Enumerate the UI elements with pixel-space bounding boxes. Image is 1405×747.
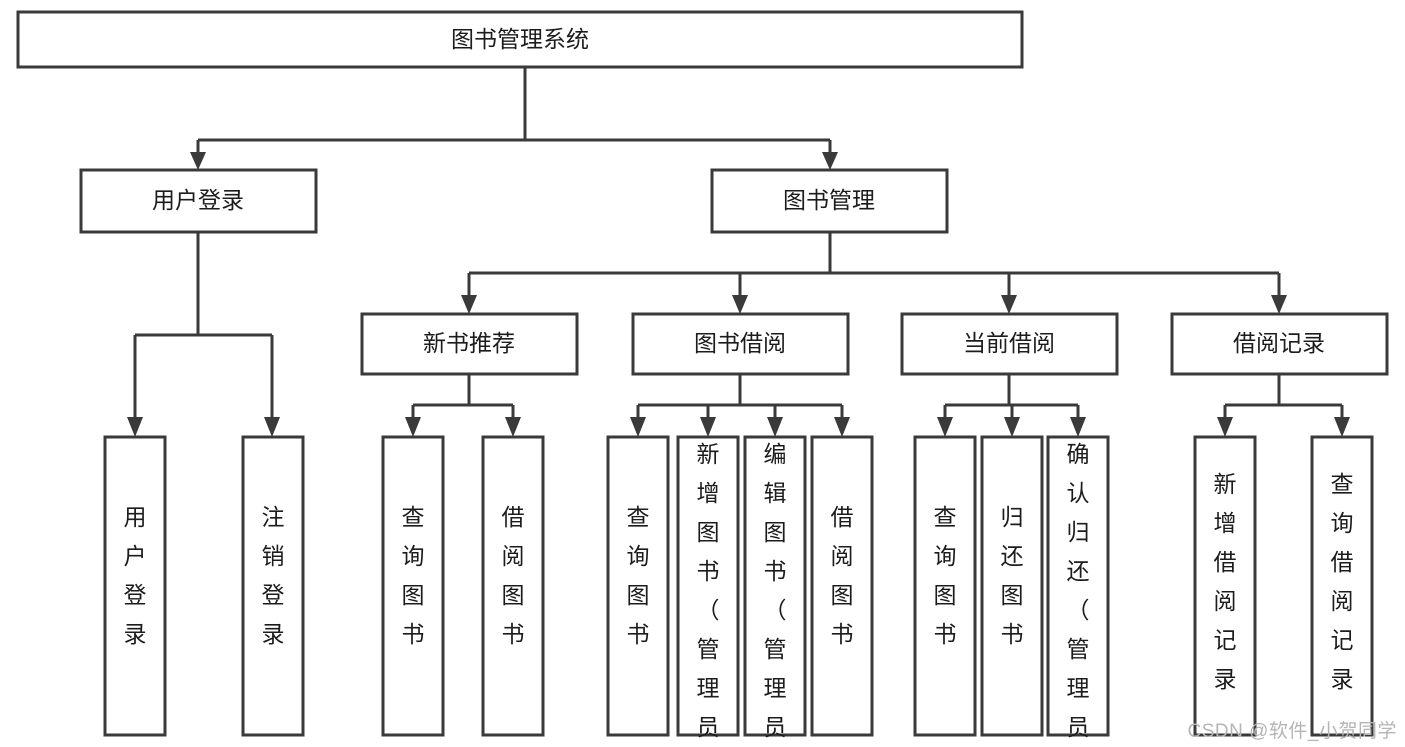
node-book-manage[interactable]: 图书管理 (710, 168, 949, 234)
node-leaf-query-book-1[interactable]: 查询图书 (381, 435, 445, 737)
node-leaf-user-login-label: 用户登录 (124, 504, 147, 647)
node-leaf-add-record[interactable]: 新增借阅记录 (1193, 435, 1257, 737)
node-book-borrow[interactable]: 图书借阅 (631, 312, 850, 376)
node-leaf-confirm-return-label: 确认归还（管理员） (1067, 441, 1090, 747)
node-book-manage-box[interactable] (710, 168, 949, 234)
node-leaf-user-login[interactable]: 用户登录 (103, 435, 167, 737)
arrow-head-leaf-user-login (127, 417, 143, 437)
node-leaf-borrow-book-2-label: 借阅图书 (831, 504, 854, 647)
arrow-head-leaf-return-book (1004, 417, 1020, 437)
csdn-watermark: CSDN @软件_小贺同学 (1187, 721, 1397, 742)
node-leaf-borrow-book-1-box[interactable] (481, 435, 545, 737)
node-root-label: 图书管理系统 (451, 26, 589, 52)
node-current-borrow-label: 当前借阅 (963, 330, 1055, 356)
arrow-head-leaf-add-book (700, 417, 716, 437)
connector-layer (127, 67, 1350, 437)
node-leaf-query-book-2-label: 查询图书 (627, 504, 650, 647)
arrow-head-leaf-user-logout (264, 417, 280, 437)
node-root[interactable]: 图书管理系统 (16, 10, 1024, 69)
node-leaf-query-record[interactable]: 查询借阅记录 (1310, 435, 1374, 737)
node-leaf-add-book-label: 新增图书（管理员） (697, 441, 720, 747)
node-leaf-query-record-label: 查询借阅记录 (1331, 471, 1354, 692)
arrow-head-new-book-recommend (461, 295, 477, 314)
node-leaf-query-book-2-box[interactable] (606, 435, 670, 737)
arrow-head-user-login (190, 152, 206, 170)
arrow-head-leaf-borrow-book-1 (505, 417, 521, 437)
arrow-head-leaf-query-book-2 (630, 417, 646, 437)
node-user-login-label: 用户登录 (152, 187, 244, 213)
node-leaf-query-record-box[interactable] (1310, 435, 1374, 737)
node-new-book-recommend-label: 新书推荐 (423, 330, 515, 356)
node-leaf-user-logout-label: 注销登录 (262, 504, 285, 647)
node-user-login[interactable]: 用户登录 (79, 168, 318, 234)
node-user-login-box[interactable] (79, 168, 318, 234)
node-leaf-return-book-box[interactable] (980, 435, 1044, 737)
arrow-head-leaf-add-record (1217, 417, 1233, 437)
arrow-head-leaf-query-record (1334, 417, 1350, 437)
node-new-book-recommend-box[interactable] (360, 312, 579, 376)
node-new-book-recommend[interactable]: 新书推荐 (360, 312, 579, 376)
arrow-head-leaf-query-book-1 (405, 417, 421, 437)
node-leaf-edit-book-label: 编辑图书（管理员） (764, 441, 787, 747)
node-leaf-user-logout-box[interactable] (241, 435, 305, 737)
node-book-borrow-box[interactable] (631, 312, 850, 376)
node-leaf-query-book-3-label: 查询图书 (934, 504, 957, 647)
arrow-head-leaf-query-book-3 (937, 417, 953, 437)
node-root-box[interactable] (16, 10, 1024, 69)
arrow-head-current-borrow (1001, 295, 1017, 314)
node-leaf-edit-book-box[interactable] (743, 435, 807, 737)
node-leaf-edit-book[interactable]: 编辑图书（管理员） (743, 435, 807, 747)
arrow-head-leaf-confirm-return (1070, 417, 1086, 437)
leaf-node-group: 用户登录 注销登录 查询图书 借阅图书 查询图书 新增图书（管理员） (103, 435, 1374, 747)
node-leaf-return-book[interactable]: 归还图书 (980, 435, 1044, 737)
arrow-head-book-manage (822, 152, 838, 170)
node-leaf-add-book-box[interactable] (676, 435, 740, 737)
node-leaf-borrow-book-2-box[interactable] (810, 435, 874, 737)
node-leaf-query-book-3-box[interactable] (913, 435, 977, 737)
node-leaf-confirm-return[interactable]: 确认归还（管理员） (1046, 435, 1110, 747)
node-book-manage-label: 图书管理 (783, 187, 875, 213)
node-leaf-borrow-book-1[interactable]: 借阅图书 (481, 435, 545, 737)
node-leaf-user-logout[interactable]: 注销登录 (241, 435, 305, 737)
node-leaf-borrow-book-1-label: 借阅图书 (502, 504, 525, 647)
node-current-borrow-box[interactable] (900, 312, 1119, 376)
node-borrow-record-box[interactable] (1170, 312, 1389, 376)
node-leaf-confirm-return-box[interactable] (1046, 435, 1110, 737)
arrow-head-borrow-record (1271, 295, 1287, 314)
arrow-head-leaf-edit-book (767, 417, 783, 437)
node-borrow-record-label: 借阅记录 (1233, 330, 1325, 356)
node-leaf-add-book[interactable]: 新增图书（管理员） (676, 435, 740, 747)
node-current-borrow[interactable]: 当前借阅 (900, 312, 1119, 376)
node-leaf-add-record-label: 新增借阅记录 (1214, 471, 1237, 692)
node-book-borrow-label: 图书借阅 (694, 330, 786, 356)
node-leaf-return-book-label: 归还图书 (1001, 504, 1024, 647)
node-borrow-record[interactable]: 借阅记录 (1170, 312, 1389, 376)
node-leaf-query-book-2[interactable]: 查询图书 (606, 435, 670, 737)
node-leaf-add-record-box[interactable] (1193, 435, 1257, 737)
arrow-head-leaf-borrow-book-2 (834, 417, 850, 437)
node-leaf-user-login-box[interactable] (103, 435, 167, 737)
arrow-head-book-borrow (732, 295, 748, 314)
node-leaf-query-book-3[interactable]: 查询图书 (913, 435, 977, 737)
node-leaf-query-book-1-label: 查询图书 (402, 504, 425, 647)
node-leaf-query-book-1-box[interactable] (381, 435, 445, 737)
node-leaf-borrow-book-2[interactable]: 借阅图书 (810, 435, 874, 737)
